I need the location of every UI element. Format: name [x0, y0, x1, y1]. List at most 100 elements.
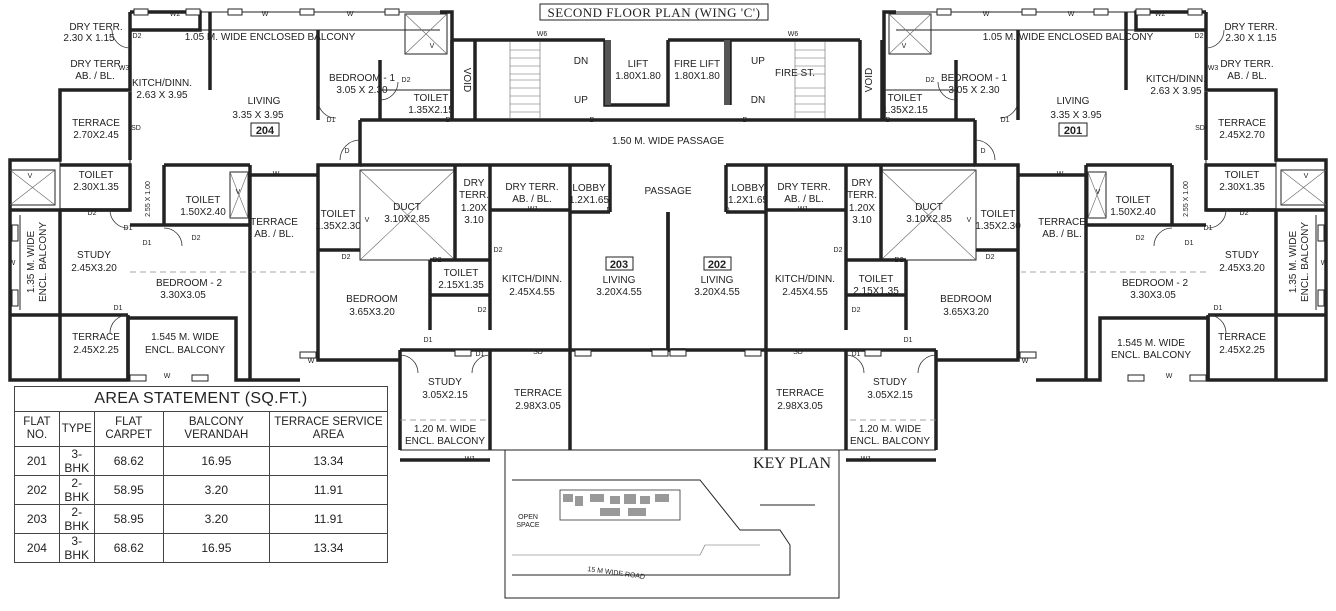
- plan-label: D2: [433, 257, 442, 264]
- plan-label: LIVING: [248, 96, 281, 107]
- plan-label: 1.20 M. WIDE: [859, 424, 922, 435]
- core-labels: LIFT 1.80X1.80 FIRE LIFT 1.80X1.80 FIRE …: [461, 56, 875, 197]
- plan-label: W: [347, 11, 354, 18]
- plan-label: D1: [1214, 305, 1223, 312]
- plan-label: TOILET: [981, 209, 1016, 220]
- plan-label: SD: [533, 349, 543, 356]
- plan-label: TOILET: [414, 93, 449, 104]
- flat-202-tag: 202: [708, 259, 726, 271]
- plan-label: 1.2X1.65: [569, 195, 609, 206]
- flat-204-tag: 204: [256, 125, 275, 137]
- window-markers: [11, 8, 1325, 382]
- plan-label: W: [164, 373, 171, 380]
- plan-label: 1.35 M. WIDE: [1288, 231, 1299, 294]
- plan-label: 1.35X2.30: [315, 221, 361, 232]
- plan-label: 2.98X3.05: [515, 401, 561, 412]
- plan-label: SD: [131, 125, 141, 132]
- plan-label: TOILET: [888, 93, 923, 104]
- plan-label: BEDROOM - 1: [329, 73, 396, 84]
- plan-label: W1: [798, 206, 809, 213]
- plan-label: V: [365, 217, 370, 224]
- plan-label: 3.05X2.15: [422, 390, 468, 401]
- plan-label: 1.35X2.30: [975, 221, 1021, 232]
- plan-label: 1.50X2.40: [180, 207, 226, 218]
- plan-label: D: [724, 207, 729, 214]
- flat-203-tag: 203: [610, 259, 628, 271]
- plan-label: W: [1022, 358, 1029, 365]
- plan-label: SD: [793, 349, 803, 356]
- plan-label: V: [902, 43, 907, 50]
- plan-label: 1.35X2.15: [408, 105, 454, 116]
- plan-label: 1.50X2.40: [1110, 207, 1156, 218]
- plan-label: DRY TERR.: [69, 22, 122, 33]
- plan-label: TERRACE: [1218, 118, 1266, 129]
- plan-label: D1: [143, 240, 152, 247]
- east-room-labels: DRY TERR. 2.30 X 1.15 DRY TERR. AB. / BL…: [694, 22, 1311, 447]
- fire-stair-label: FIRE ST.: [775, 68, 815, 79]
- plan-label: D: [980, 148, 985, 155]
- plan-label: D1: [114, 305, 123, 312]
- plan-label: LIVING: [701, 275, 734, 286]
- plan-label: AB. / BL.: [512, 194, 551, 205]
- area-statement-title: AREA STATEMENT (SQ.FT.): [14, 386, 388, 412]
- plan-label: D2: [834, 247, 843, 254]
- plan-label: TERR.: [847, 190, 877, 201]
- plan-label: DUCT: [915, 202, 943, 213]
- plan-label: 2.45X4.55: [509, 287, 555, 298]
- void-label-east: VOID: [864, 68, 875, 92]
- plan-label: D: [445, 117, 450, 124]
- plan-label: TOILET: [1116, 195, 1151, 206]
- plan-label: 1.545 M. WIDE: [151, 332, 219, 343]
- plan-label: W: [308, 358, 315, 365]
- plan-label: W: [273, 171, 280, 178]
- plan-label: ENCL. BALCONY: [1111, 350, 1191, 361]
- plan-label: 3.65X3.20: [349, 307, 395, 318]
- plan-label: W1: [465, 456, 476, 463]
- plan-label: ENCL. BALCONY: [145, 345, 225, 356]
- plan-label: 3.35 X 3.95: [1050, 110, 1102, 121]
- plan-label: D2: [192, 235, 201, 242]
- plan-label: W: [1057, 171, 1064, 178]
- plan-label: W6: [537, 31, 548, 38]
- plan-label: 2.70X2.45: [73, 130, 119, 141]
- plan-label: KITCH/DINN.: [132, 78, 192, 89]
- plan-label: W1: [861, 456, 872, 463]
- lift-size: 1.80X1.80: [615, 71, 661, 82]
- table-row: 202 2-BHK 58.95 3.20 11.91: [14, 475, 389, 505]
- plan-label: TOILET: [321, 209, 356, 220]
- plan-label: TOILET: [859, 274, 894, 285]
- plan-label: AB. / BL.: [784, 194, 823, 205]
- plan-label: 3.10: [852, 215, 872, 226]
- plan-label: 3.05X2.15: [867, 390, 913, 401]
- plan-label: D2: [478, 307, 487, 314]
- plan-label: LOBBY: [572, 183, 606, 194]
- fire-lift-label: FIRE LIFT: [674, 59, 720, 70]
- plan-label: 3.30X3.05: [160, 290, 206, 301]
- plan-label: TERRACE: [514, 388, 562, 399]
- plan-label: 2.45X2.25: [73, 345, 119, 356]
- plan-label: TOILET: [79, 170, 114, 181]
- door-window-tags: W2 W W D2 W3 D2 V D1 D SD D W6 W6 D D D2…: [9, 11, 1328, 463]
- plan-label: DRY TERR.: [1220, 59, 1273, 70]
- plan-label: 2.45X3.20: [71, 263, 117, 274]
- plan-label: D1: [1204, 225, 1213, 232]
- plan-label: D2: [986, 254, 995, 261]
- plan-label: 2.30 X 1.15: [63, 33, 115, 44]
- plan-label: D: [885, 117, 890, 124]
- plan-label: 1.20 M. WIDE: [414, 424, 477, 435]
- plan-label: W: [983, 11, 990, 18]
- plan-label: 1.05 M. WIDE ENCLOSED BALCONY: [983, 32, 1154, 43]
- plan-label: TERRACE: [1218, 332, 1266, 343]
- area-statement-table: AREA STATEMENT (SQ.FT.) FLAT NO. TYPE FL…: [14, 386, 389, 563]
- plan-label: KITCH/DINN.: [1146, 74, 1206, 85]
- plan-label: 1.35X2.15: [882, 105, 928, 116]
- plan-label: V: [28, 173, 33, 180]
- plan-label: AB. / BL.: [254, 229, 293, 240]
- plan-label: KITCH/DINN.: [502, 274, 562, 285]
- plan-label: 3.10X2.85: [384, 214, 430, 225]
- plan-label: D1: [424, 337, 433, 344]
- passage-wide-label: 1.50 M. WIDE PASSAGE: [612, 136, 724, 147]
- table-row: 203 2-BHK 58.95 3.20 11.91: [14, 504, 389, 534]
- lift-label: LIFT: [628, 59, 649, 70]
